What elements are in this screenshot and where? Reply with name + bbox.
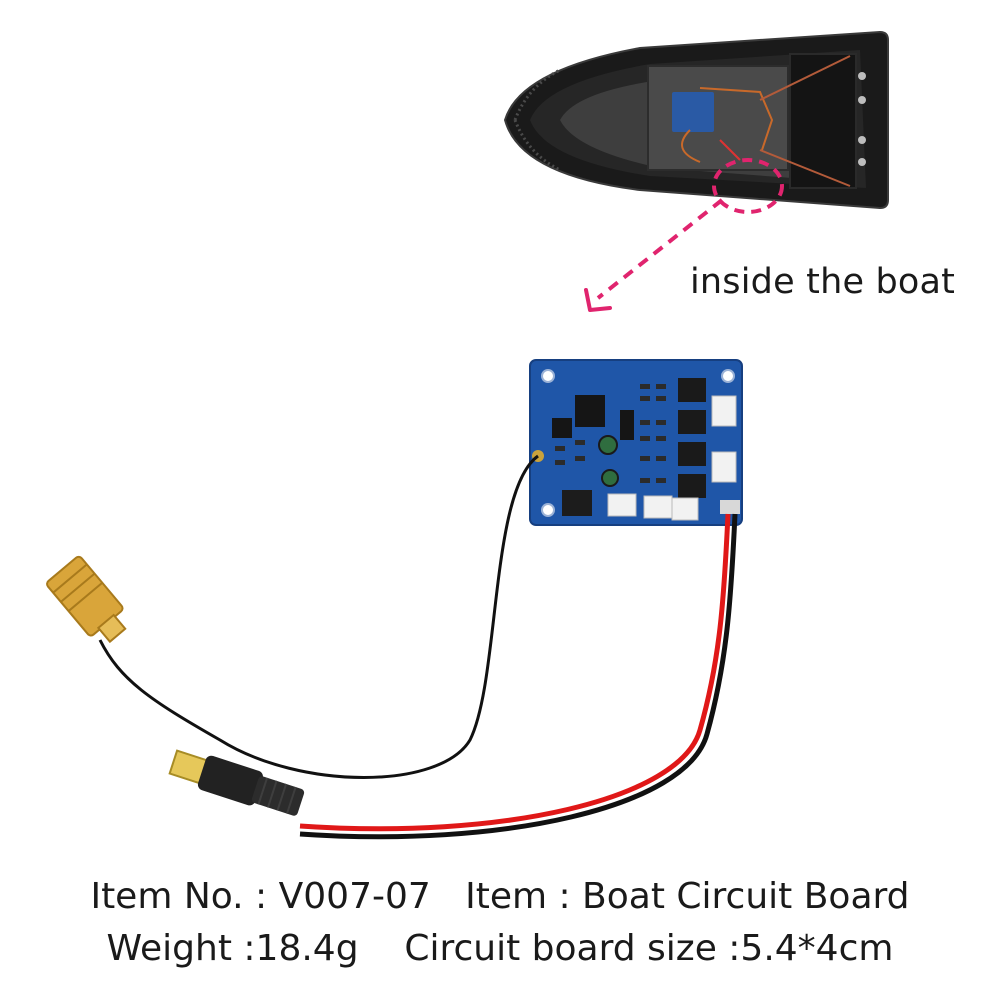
power-cable (299, 513, 738, 840)
spec-item-line: Item No. : V007-07 Item : Boat Circuit B… (90, 876, 910, 917)
spec-weight-size-line: Weight :18.4g Circuit board size :5.4*4c… (106, 928, 894, 969)
sma-connector (46, 555, 127, 644)
callout-label: inside the boat (690, 262, 956, 302)
antenna-cable (98, 454, 539, 779)
dc-plug (168, 749, 305, 816)
circuit-board (529, 359, 743, 526)
boat-hull (503, 30, 889, 210)
callout-marker (584, 158, 784, 312)
